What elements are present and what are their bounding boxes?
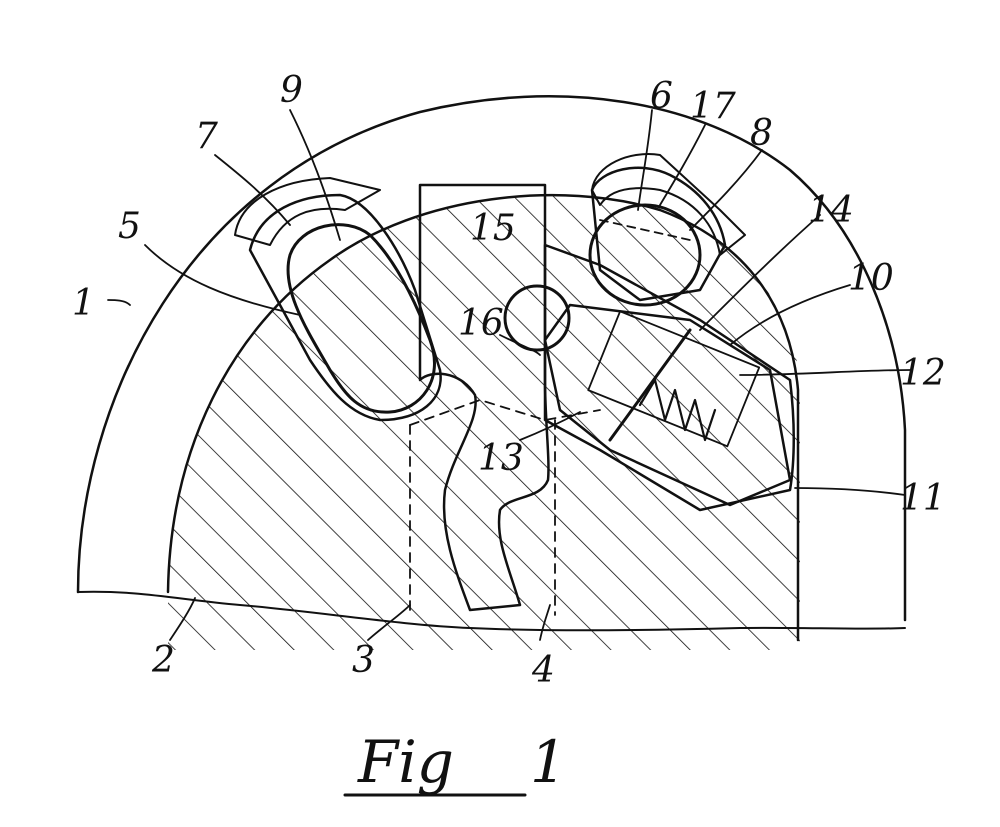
rotor-outline	[166, 193, 800, 642]
left-roller-pocket	[248, 193, 442, 422]
hidden-line-top	[409, 399, 601, 426]
ref-5: 5	[118, 206, 141, 247]
ref-13: 13	[478, 438, 524, 479]
plunger-insert	[587, 310, 761, 448]
ball-15	[503, 284, 571, 352]
left-cap	[234, 177, 381, 246]
outer-housing-outline	[76, 95, 907, 622]
spring-12	[638, 378, 717, 442]
central-slot	[418, 183, 550, 612]
hidden-line-ball17	[599, 219, 691, 241]
figure-caption-number: 1	[530, 728, 567, 796]
roller-9	[286, 223, 436, 414]
ref-14: 14	[808, 190, 854, 231]
ref-9: 9	[280, 70, 303, 111]
ref-12: 12	[900, 353, 946, 394]
ref-8: 8	[750, 113, 773, 154]
ref-4: 4	[531, 650, 555, 691]
plunger-rod	[608, 328, 692, 442]
ref-3: 3	[352, 640, 375, 681]
plunger-body	[543, 303, 792, 507]
ref-17: 17	[690, 86, 736, 127]
leader-lines	[107, 109, 911, 641]
ref-16: 16	[458, 303, 504, 344]
ball-17	[588, 203, 702, 307]
ref-1: 1	[72, 283, 95, 324]
figure-caption-prefix: Fig	[357, 728, 454, 796]
ref-10: 10	[848, 258, 894, 299]
ref-7: 7	[195, 116, 218, 157]
ref-11: 11	[900, 478, 946, 519]
ref-2: 2	[151, 640, 175, 681]
upper-ball-pocket	[590, 166, 727, 302]
ref-6: 6	[650, 76, 673, 117]
reference-numerals: 1 2 3 4 5 6 7 8 9 10 11 12 13 14 15 16 1…	[72, 70, 946, 691]
ref-15: 15	[470, 208, 516, 249]
right-channel	[543, 243, 795, 512]
right-cap	[591, 153, 746, 256]
figure-caption: Fig 1	[343, 728, 567, 797]
